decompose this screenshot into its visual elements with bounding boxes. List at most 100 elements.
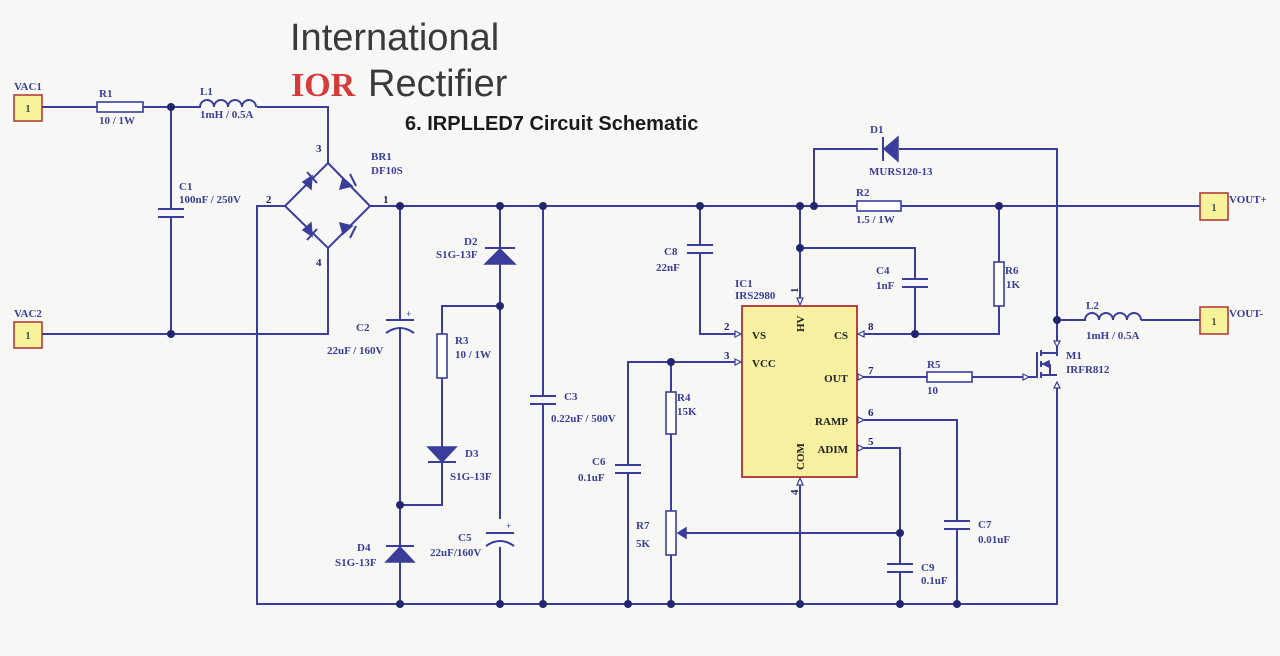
junction-dot bbox=[167, 103, 175, 111]
diode-d1[interactable]: D1 MURS120-13 bbox=[869, 124, 933, 178]
junction-dot bbox=[667, 600, 675, 608]
bridge-rectifier-br1[interactable]: BR1 DF10S 1 2 3 4 bbox=[266, 143, 403, 269]
pin-number: 3 bbox=[316, 143, 322, 155]
ic-pin-name: ADIM bbox=[817, 444, 848, 456]
ic-pin-number: 2 bbox=[724, 321, 730, 333]
inductor-l1[interactable]: L1 1mH / 0.5A bbox=[199, 86, 257, 121]
ref-label: C5 bbox=[458, 532, 472, 544]
value-label: 22nF bbox=[656, 262, 680, 274]
capacitor-c2[interactable]: + C2 22uF / 160V bbox=[327, 309, 415, 357]
junction-dot bbox=[496, 302, 504, 310]
wires bbox=[42, 106, 1201, 605]
junction-dot bbox=[995, 202, 1003, 210]
value-label: 15K bbox=[677, 406, 697, 418]
capacitor-c3[interactable]: C3 0.22uF / 500V bbox=[530, 391, 616, 425]
value-label: 1.5 / 1W bbox=[856, 214, 895, 226]
ic-pin-number: 5 bbox=[868, 436, 874, 448]
ic-pin-name: RAMP bbox=[815, 416, 848, 428]
ref-label: C8 bbox=[664, 246, 678, 258]
resistor-r1[interactable]: R1 10 / 1W bbox=[96, 88, 144, 127]
value-label: S1G-13F bbox=[335, 557, 377, 569]
capacitor-c8[interactable]: C8 22nF bbox=[656, 244, 713, 274]
ic-pin-number: 8 bbox=[868, 321, 874, 333]
value-label: 0.1uF bbox=[921, 575, 948, 587]
capacitor-c6[interactable]: C6 0.1uF bbox=[578, 456, 641, 484]
ic-pin-number: 7 bbox=[868, 365, 874, 377]
ref-label: L1 bbox=[200, 86, 213, 98]
ref-label: R1 bbox=[99, 88, 112, 100]
value-label: 22uF/160V bbox=[430, 547, 481, 559]
ref-label: R5 bbox=[927, 359, 941, 371]
value-label: 10 / 1W bbox=[455, 349, 491, 361]
ref-label: R4 bbox=[677, 392, 691, 404]
port-vout-plus[interactable]: 1 VOUT+ bbox=[1199, 192, 1267, 221]
port-vac1[interactable]: 1 VAC1 bbox=[13, 81, 43, 122]
resistor-r4[interactable]: R4 15K bbox=[665, 391, 697, 435]
capacitor-c7[interactable]: C7 0.01uF bbox=[944, 519, 1010, 546]
junction-dot bbox=[911, 330, 919, 338]
port-pin: 1 bbox=[1212, 317, 1217, 328]
junction-dot bbox=[953, 600, 961, 608]
capacitor-c1[interactable]: C1 100nF / 250V bbox=[158, 181, 241, 218]
junction-dot bbox=[896, 600, 904, 608]
resistor-r6[interactable]: R6 1K bbox=[993, 261, 1021, 307]
polarity-mark: + bbox=[506, 521, 511, 531]
ref-label: D2 bbox=[464, 236, 478, 248]
port-label: VAC2 bbox=[14, 308, 42, 320]
ref-label: R2 bbox=[856, 187, 870, 199]
ic-pin-number: 4 bbox=[789, 489, 801, 495]
bridge-diode bbox=[338, 221, 357, 239]
ic-pin-name: HV bbox=[795, 315, 807, 332]
ic-pin-number: 3 bbox=[724, 350, 730, 362]
junction-dot bbox=[810, 202, 818, 210]
port-vout-minus[interactable]: 1 VOUT- bbox=[1199, 306, 1264, 335]
value-label: S1G-13F bbox=[450, 471, 492, 483]
mosfet-m1[interactable]: M1 IRFR812 bbox=[1022, 340, 1110, 389]
value-label: S1G-13F bbox=[436, 249, 478, 261]
ref-label: C3 bbox=[564, 391, 578, 403]
junction-dot bbox=[539, 600, 547, 608]
diode-d2[interactable]: D2 S1G-13F bbox=[436, 236, 517, 265]
value-label: 5K bbox=[636, 538, 651, 550]
capacitor-c4[interactable]: C4 1nF bbox=[876, 265, 928, 292]
ic-part-label: IRS2980 bbox=[735, 290, 776, 302]
port-label: VOUT- bbox=[1229, 308, 1264, 320]
junction-dot bbox=[796, 244, 804, 252]
junctions bbox=[167, 103, 1061, 608]
junction-dot bbox=[624, 600, 632, 608]
junction-dot bbox=[496, 202, 504, 210]
resistor-r5[interactable]: R5 10 bbox=[926, 359, 973, 397]
resistor-r3[interactable]: R3 10 / 1W bbox=[436, 333, 491, 379]
junction-dot bbox=[167, 330, 175, 338]
ref-label: C9 bbox=[921, 562, 935, 574]
port-vac2[interactable]: 1 VAC2 bbox=[13, 308, 43, 349]
ic-pin-name: VCC bbox=[752, 358, 776, 370]
potentiometer-r7[interactable]: R7 5K bbox=[636, 510, 687, 556]
junction-dot bbox=[1053, 316, 1061, 324]
ref-label: D1 bbox=[870, 124, 883, 136]
capacitor-c5[interactable]: + C5 22uF/160V bbox=[430, 521, 515, 559]
ic-ref-label: IC1 bbox=[735, 278, 753, 290]
port-label: VOUT+ bbox=[1229, 194, 1267, 206]
diode-d4[interactable]: D4 S1G-13F bbox=[335, 542, 416, 569]
junction-dot bbox=[396, 501, 404, 509]
ref-label: C4 bbox=[876, 265, 890, 277]
junction-dot bbox=[796, 600, 804, 608]
junction-dot bbox=[496, 600, 504, 608]
bridge-diode bbox=[301, 221, 318, 241]
ic-irs2980[interactable]: IC1 IRS2980 VS VCC CS OUT RAMP ADIM HV C… bbox=[724, 278, 874, 495]
resistor-r2[interactable]: R2 1.5 / 1W bbox=[856, 187, 902, 226]
diode-d3[interactable]: D3 S1G-13F bbox=[426, 446, 492, 483]
ref-label: BR1 bbox=[371, 151, 392, 163]
inductor-l2[interactable]: L2 1mH / 0.5A bbox=[1084, 300, 1142, 342]
capacitor-c9[interactable]: C9 0.1uF bbox=[887, 562, 948, 587]
logo-rectifier: Rectifier bbox=[368, 63, 508, 105]
junction-dot bbox=[667, 358, 675, 366]
value-label: IRFR812 bbox=[1066, 364, 1110, 376]
ref-label: D3 bbox=[465, 448, 479, 460]
value-label: 10 bbox=[927, 385, 939, 397]
ref-label: C6 bbox=[592, 456, 606, 468]
ref-label: R7 bbox=[636, 520, 650, 532]
ic-pin-name: COM bbox=[795, 443, 807, 471]
